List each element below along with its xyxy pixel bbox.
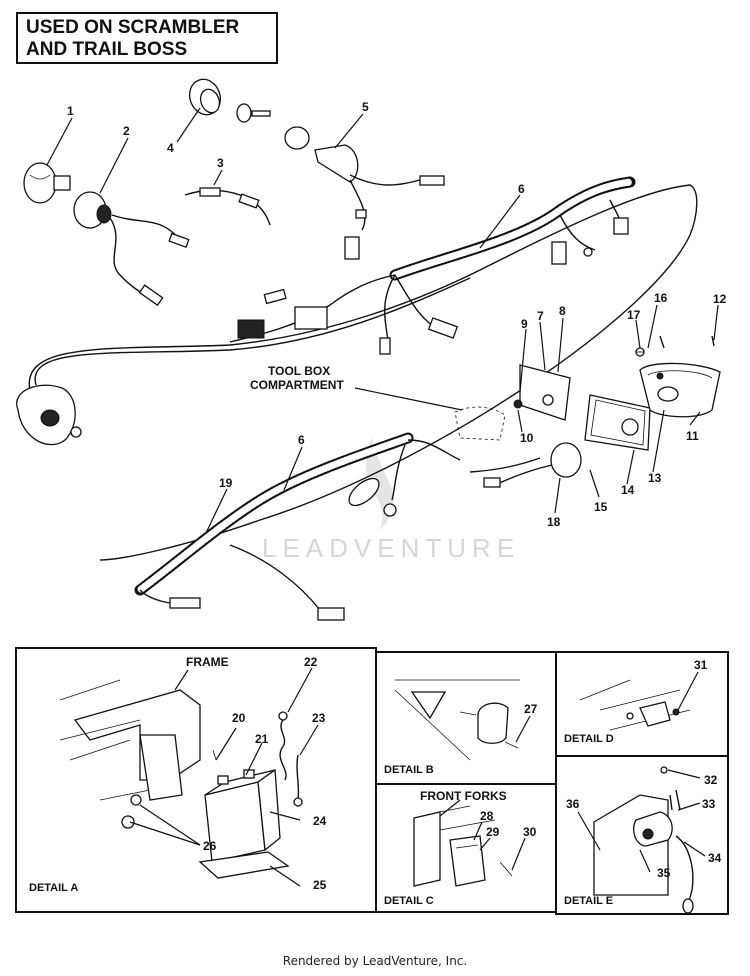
callout-33: 33 bbox=[702, 797, 716, 811]
callout-6-upper: 6 bbox=[518, 182, 525, 196]
callout-12: 12 bbox=[713, 292, 727, 306]
fasteners-top bbox=[635, 347, 645, 357]
callout-leaders-upper bbox=[46, 107, 719, 534]
lower-harness-leads bbox=[139, 439, 541, 621]
callout-34: 34 bbox=[708, 851, 722, 865]
detail-c: FRONT FORKS 28 29 30 DETAIL C bbox=[384, 789, 537, 907]
callout-3: 3 bbox=[217, 156, 224, 170]
callout-20: 20 bbox=[232, 711, 246, 725]
callout-19: 19 bbox=[219, 476, 233, 490]
lower-harness-conduit bbox=[134, 432, 414, 596]
detail-panels-frame bbox=[15, 647, 729, 915]
detail-e: 32 33 34 35 36 DETAIL E bbox=[564, 766, 722, 914]
callout-10: 10 bbox=[520, 431, 534, 445]
headlight-bulb bbox=[23, 162, 71, 204]
callout-22: 22 bbox=[304, 655, 318, 669]
upper-harness-conduit bbox=[389, 176, 636, 281]
detail-c-label: DETAIL C bbox=[384, 895, 434, 907]
callout-21: 21 bbox=[255, 732, 269, 746]
harness-right-leads bbox=[551, 199, 629, 265]
detail-d: 31 DETAIL D bbox=[564, 658, 708, 745]
detail-b: 27 DETAIL B bbox=[384, 679, 538, 776]
callout-27: 27 bbox=[524, 702, 538, 716]
callout-11: 11 bbox=[686, 429, 699, 443]
main-wire-loop bbox=[28, 184, 698, 561]
callout-15: 15 bbox=[594, 500, 608, 514]
callout-26: 26 bbox=[203, 839, 217, 853]
compartment-label: COMPARTMENT bbox=[250, 378, 344, 392]
headlight-socket bbox=[73, 191, 190, 307]
callout-29: 29 bbox=[486, 825, 500, 839]
tool-box-compartment bbox=[354, 387, 506, 441]
callout-31: 31 bbox=[694, 658, 708, 672]
tool-box-label: TOOL BOX bbox=[268, 364, 330, 378]
callout-23: 23 bbox=[312, 711, 326, 725]
leadventure-watermark: LEADVENTURE bbox=[262, 438, 520, 563]
callout-18: 18 bbox=[547, 515, 561, 529]
callout-5: 5 bbox=[362, 100, 369, 114]
callout-36: 36 bbox=[566, 797, 580, 811]
bullet-connector bbox=[184, 187, 271, 226]
callout-17: 17 bbox=[627, 308, 641, 322]
callout-32: 32 bbox=[704, 773, 718, 787]
ignition-bezel bbox=[188, 78, 271, 123]
callout-9: 9 bbox=[521, 317, 528, 331]
callout-7: 7 bbox=[537, 309, 544, 323]
callout-35: 35 bbox=[657, 866, 671, 880]
title-line-1: USED ON SCRAMBLER bbox=[26, 17, 240, 38]
detail-a-label: DETAIL A bbox=[29, 882, 78, 894]
callout-16: 16 bbox=[654, 291, 668, 305]
callout-14: 14 bbox=[621, 483, 635, 497]
detail-b-label: DETAIL B bbox=[384, 764, 434, 776]
callout-13: 13 bbox=[648, 471, 662, 485]
callout-8: 8 bbox=[559, 304, 566, 318]
callout-4: 4 bbox=[167, 141, 174, 155]
callout-1: 1 bbox=[67, 104, 74, 118]
frame-label: FRAME bbox=[186, 655, 229, 669]
callout-25: 25 bbox=[313, 878, 327, 892]
callout-numbers-upper: 1 2 3 4 5 6 7 8 9 10 11 12 13 14 15 16 1… bbox=[67, 100, 727, 529]
callout-24: 24 bbox=[313, 814, 327, 828]
detail-a: FRAME 22 23 20 21 24 25 26 DETAIL A bbox=[29, 655, 327, 894]
front-forks-label: FRONT FORKS bbox=[420, 789, 507, 803]
callout-30: 30 bbox=[523, 825, 537, 839]
footer-credit: Rendered by LeadVenture, Inc. bbox=[282, 954, 468, 968]
detail-e-label: DETAIL E bbox=[564, 895, 613, 907]
wire-connectors-center bbox=[229, 236, 459, 355]
detail-d-label: DETAIL D bbox=[564, 733, 614, 745]
callout-2: 2 bbox=[123, 124, 130, 138]
title-line-2: AND TRAIL BOSS bbox=[26, 39, 188, 60]
diagram-title-box: USED ON SCRAMBLER AND TRAIL BOSS bbox=[16, 12, 278, 64]
tail-light-assembly bbox=[483, 335, 721, 488]
watermark-text: LEADVENTURE bbox=[262, 533, 520, 563]
ignition-switch bbox=[284, 126, 445, 231]
handlebar-switch bbox=[16, 384, 82, 446]
callout-28: 28 bbox=[480, 809, 494, 823]
callout-6-lower: 6 bbox=[298, 433, 305, 447]
